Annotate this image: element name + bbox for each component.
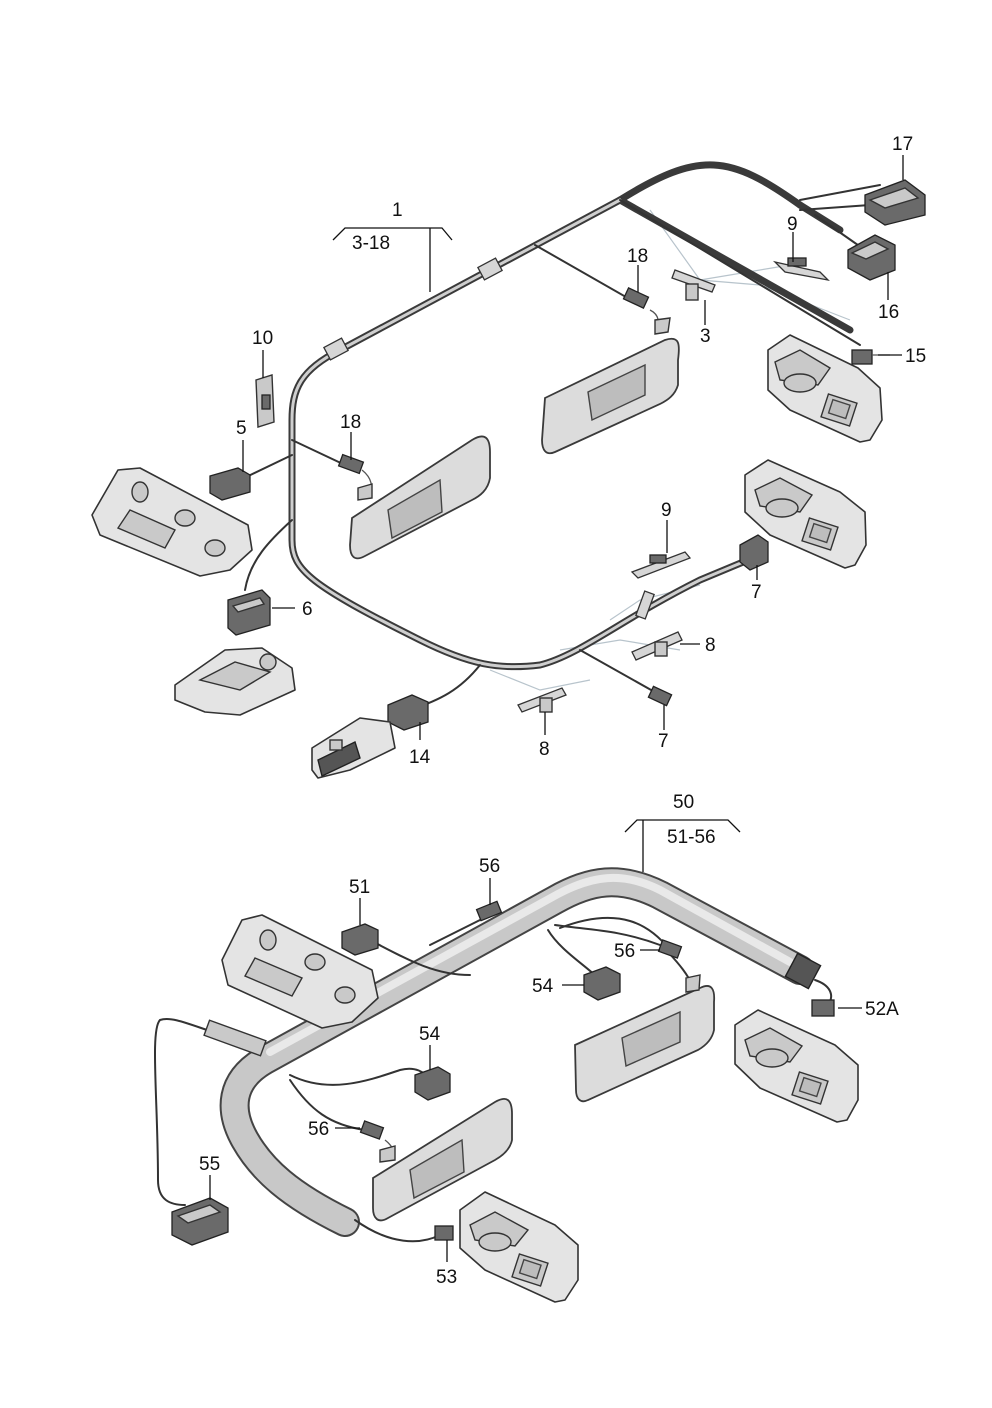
- leader-lines-bottom: [209, 819, 862, 1262]
- bracket-8-right: [631, 631, 683, 661]
- connector-56-top: [475, 900, 503, 922]
- connector-51: [341, 923, 379, 956]
- callout-7-lower: 7: [658, 731, 669, 752]
- callout-16: 16: [878, 302, 899, 323]
- callout-9-top: 9: [787, 214, 798, 235]
- connector-5: [209, 467, 251, 501]
- connector-17: [864, 179, 926, 226]
- callout-9-mid: 9: [661, 500, 672, 521]
- connector-53: [434, 1225, 454, 1241]
- reading-light-bottom: [459, 1191, 579, 1303]
- callout-56-left: 56: [308, 1119, 329, 1140]
- callout-50: 50: [673, 792, 694, 813]
- reading-light-lower-right: [734, 1009, 859, 1123]
- connector-52a: [811, 999, 835, 1017]
- sun-visor-right: [541, 317, 680, 455]
- reading-light-lower-left: [221, 914, 379, 1029]
- callout-5: 5: [236, 418, 247, 439]
- callout-54-upper: 54: [532, 976, 554, 997]
- clip-9-top: [772, 257, 830, 282]
- callout-53: 53: [436, 1267, 457, 1288]
- callout-56-top: 56: [479, 856, 500, 877]
- connector-15: [851, 349, 890, 365]
- reading-light-upper-left: [91, 467, 253, 577]
- reading-light-middle-right: [744, 459, 867, 569]
- callout-15: 15: [905, 346, 926, 367]
- connector-7-upper: [739, 534, 769, 571]
- connector-54-lower: [414, 1066, 451, 1101]
- callout-14: 14: [409, 747, 431, 768]
- main-harness: [239, 161, 881, 711]
- callout-18-mid: 18: [340, 412, 361, 433]
- callout-56-right: 56: [614, 941, 635, 962]
- connector-14: [387, 694, 429, 731]
- clip-9-mid: [630, 551, 692, 579]
- part-10: [255, 374, 275, 428]
- connector-6: [227, 589, 271, 636]
- callout-labels-bottom: 50 51-56 51 56 56 54 52A 54 56 55 53: [199, 792, 899, 1288]
- sun-visor-lower-right: [574, 974, 716, 1103]
- connector-18-top: [622, 287, 659, 329]
- callout-54-lower: 54: [419, 1024, 441, 1045]
- control-module-left: [174, 647, 296, 716]
- bracket-3: [671, 269, 716, 301]
- connector-56-right: [657, 939, 683, 959]
- callout-7-upper: 7: [751, 582, 762, 603]
- switch-unit-lower-left: [311, 717, 396, 779]
- bottom-assembly: 50 51-56 51 56 56 54 52A 54 56 55 53: [153, 792, 899, 1303]
- sun-visor-lower-left: [372, 1098, 513, 1222]
- callout-17: 17: [892, 134, 913, 155]
- callout-51: 51: [349, 877, 370, 898]
- callout-1: 1: [392, 200, 403, 221]
- callout-3-18: 3-18: [352, 233, 390, 254]
- connector-54-upper: [583, 966, 621, 1001]
- bracket-8-lower: [517, 687, 567, 713]
- sun-visor-left: [349, 435, 491, 560]
- callout-10: 10: [252, 328, 273, 349]
- callout-3: 3: [700, 326, 711, 347]
- connector-7-lower: [647, 685, 673, 707]
- callout-8-lower: 8: [539, 739, 550, 760]
- leader-lines-top: [242, 155, 904, 740]
- callout-51-56: 51-56: [667, 827, 716, 848]
- reading-light-upper-right: [767, 334, 883, 443]
- callout-6: 6: [302, 599, 313, 620]
- callout-8-right: 8: [705, 635, 716, 656]
- connector-16: [847, 234, 896, 281]
- callout-labels-top: 1 3-18 17 9 18 3 16 15 10 5 18 9 7 6 8 1…: [236, 134, 926, 768]
- callout-18-top: 18: [627, 246, 648, 267]
- top-assembly: 1 3-18 17 9 18 3 16 15 10 5 18 9 7 6 8 1…: [91, 134, 926, 779]
- callout-52a: 52A: [865, 999, 899, 1020]
- callout-55: 55: [199, 1154, 220, 1175]
